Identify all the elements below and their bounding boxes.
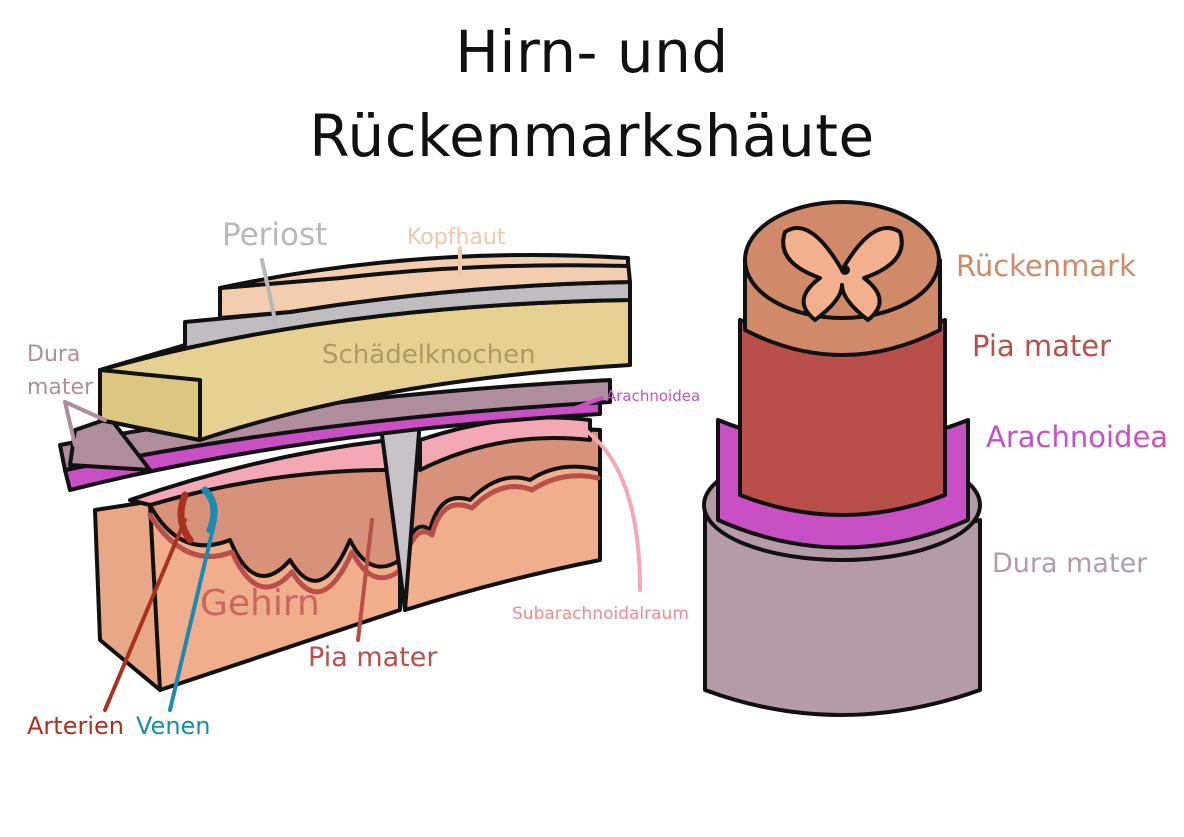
dura-flap	[68, 416, 152, 472]
gehirn-label: Gehirn	[200, 583, 320, 624]
arterien-label: Arterien	[27, 712, 124, 740]
dura-mater-spine-label: Dura mater	[992, 548, 1148, 579]
pia-line-left	[147, 512, 401, 595]
central-canal	[840, 265, 850, 275]
arachnoidea-brain-label: Arachnoidea	[606, 387, 701, 405]
skull-bone-face	[98, 368, 202, 442]
rueckenmark-label: Rückenmark	[956, 249, 1136, 283]
artery-vessel	[177, 491, 194, 544]
schaedelknochen-label: Schädelknochen	[322, 340, 536, 370]
dura-label-line-2: mater	[27, 375, 94, 400]
subarachnoid-leader	[583, 428, 642, 592]
pia-mater-brain-label: Pia mater	[308, 642, 438, 673]
spine-cord-top	[743, 200, 941, 320]
dura-leader-2	[63, 400, 107, 422]
kopfhaut-label: Kopfhaut	[407, 225, 506, 250]
dura-label-line-1: Dura	[27, 342, 81, 367]
vein-leader	[168, 518, 217, 712]
arachnoidea-spine-label: Arachnoidea	[986, 420, 1169, 454]
arachnoidea-leader	[568, 396, 604, 412]
vein-vessel	[201, 486, 218, 534]
dura-leader-1	[63, 400, 77, 447]
pia-line-right	[407, 473, 601, 548]
subarachnoidalraum-label: Subarachnoidalraum	[512, 604, 689, 624]
artery-leader	[103, 518, 187, 712]
periost-label: Periost	[222, 217, 328, 253]
pia-mater-spine-label: Pia mater	[972, 329, 1112, 363]
title-line-1: Hirn- und	[455, 18, 729, 86]
pia-leader	[356, 518, 374, 642]
title-line-2: Rückenmarkshäute	[309, 102, 875, 170]
venen-label: Venen	[136, 712, 211, 740]
periost-leader	[260, 258, 277, 322]
scalp-top	[218, 252, 630, 290]
